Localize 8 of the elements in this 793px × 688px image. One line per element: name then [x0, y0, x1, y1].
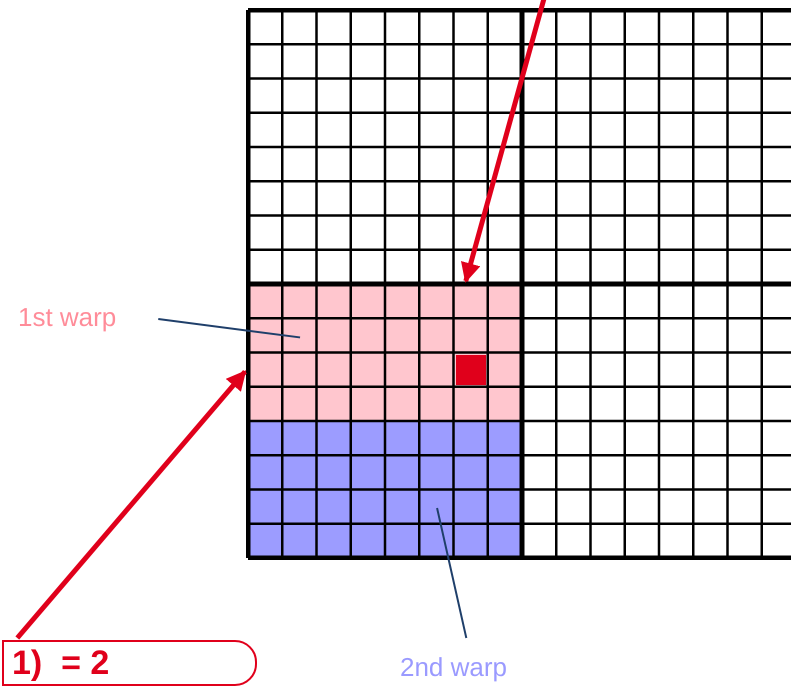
- formula-box: 1) = 2: [2, 640, 257, 686]
- warp-label: 1st warp: [18, 302, 116, 333]
- leader-line: [436, 508, 468, 638]
- leader-line: [158, 318, 300, 338]
- grid: [248, 10, 793, 558]
- arrow: [15, 370, 247, 640]
- warp-label: 2nd warp: [400, 652, 507, 683]
- arrow: [461, 0, 548, 283]
